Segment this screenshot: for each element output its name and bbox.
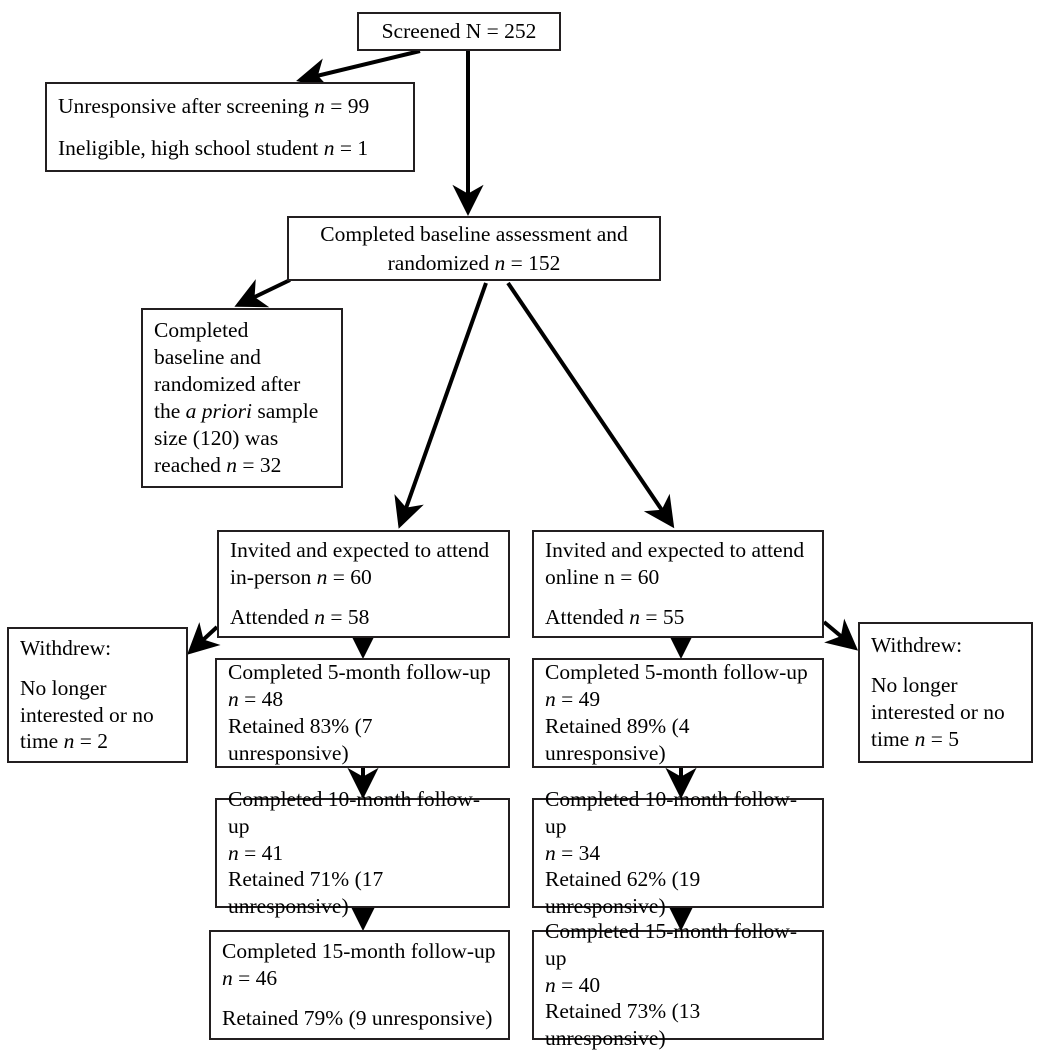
edge-online-to-withdrew <box>822 618 859 651</box>
edge-screened-to-excluded <box>296 49 421 89</box>
node-withdrew-online-title: Withdrew: <box>871 633 963 658</box>
edge-inperson-to-withdrew <box>187 622 221 655</box>
node-in-person-5-month-retained: Retained 83% (7 unresponsive) <box>228 714 373 765</box>
node-in-person-15-month-retained: Retained 79% (9 unresponsive) <box>222 1005 493 1030</box>
node-online-5-month-retained: Retained 89% (4 unresponsive) <box>545 714 690 765</box>
node-withdrew-in-person-title: Withdrew: <box>20 635 112 660</box>
spacer <box>219 591 508 604</box>
edge-randomized-to-inperson <box>394 282 488 529</box>
spacer <box>860 659 1031 672</box>
node-screened: Screened N = 252 <box>357 12 561 51</box>
spacer <box>9 662 186 675</box>
edge-randomized-to-late <box>234 278 291 308</box>
node-online-15-month-retained: Retained 73% (13 unresponsive) <box>545 999 701 1050</box>
spacer <box>211 992 508 1005</box>
node-online-10-month-retained: Retained 62% (19 unresponsive) <box>545 867 701 919</box>
node-invited-in-person-attended: Attended n = 58 <box>230 604 370 629</box>
spacer <box>534 591 822 604</box>
edge-randomized-to-online <box>506 281 675 529</box>
node-screened-text: Screened N = 252 <box>381 19 537 44</box>
node-in-person-10-month-retained: Retained 71% (17 unresponsive) <box>228 867 384 919</box>
node-invited-online-attended: Attended n = 55 <box>545 604 685 629</box>
